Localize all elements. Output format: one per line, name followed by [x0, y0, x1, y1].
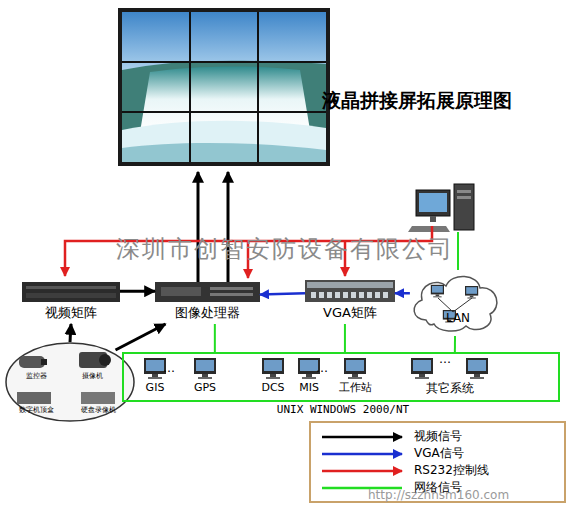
- node-label: 监控器: [11, 373, 61, 381]
- computer: DCS: [258, 358, 288, 396]
- network-line: [457, 232, 459, 270]
- node-label: UNIX WINDOWS 2000/NT: [214, 404, 472, 416]
- node-label: 其它系统: [407, 382, 492, 395]
- video-arrow: [197, 172, 200, 282]
- video-arrow: [227, 172, 230, 282]
- video-wall: [118, 8, 330, 166]
- camera-group: 监控器摄像机数字机顶盒硬盘录像机: [5, 342, 135, 422]
- legend-sample: [322, 436, 402, 439]
- node-label: GIS: [140, 382, 170, 394]
- node-label: 工作站: [334, 382, 376, 394]
- connector: [70, 324, 71, 342]
- watermark: 深圳市创智安防设备有限公司: [116, 236, 454, 262]
- video-matrix: 视频矩阵: [22, 282, 120, 324]
- legend-box: [310, 422, 565, 502]
- legend-label: 网络信号: [414, 481, 462, 494]
- lan-cloud: LAN: [408, 268, 503, 336]
- legend-label: VGA信号: [414, 447, 464, 460]
- connector: [214, 324, 216, 352]
- node-label: 硬盘录像机: [71, 407, 125, 415]
- node-label: 图像处理器: [155, 306, 260, 320]
- legend-sample: [322, 453, 402, 456]
- computer: GPS: [190, 358, 220, 396]
- connector: [260, 293, 305, 294]
- node-label: 数字机顶盒: [9, 407, 63, 415]
- legend-label: RS232控制线: [414, 464, 489, 477]
- vga-matrix: VGA矩阵: [305, 280, 395, 324]
- connector: [120, 290, 155, 293]
- legend-sample: [322, 470, 402, 473]
- node-label: 视频矩阵: [22, 306, 120, 320]
- computer: 工作站: [334, 358, 376, 396]
- lan-cloud-shape: [408, 268, 503, 336]
- connector: [116, 324, 166, 350]
- ellipsis: …: [163, 362, 175, 375]
- connector: [395, 292, 410, 295]
- node-label: LAN: [438, 312, 478, 325]
- ellipsis: …: [439, 353, 451, 366]
- pc-icon: [408, 184, 474, 232]
- legend-label: 视频信号: [414, 430, 462, 443]
- network-bus: UNIX WINDOWS 2000/NTGISGPSDCSMIS工作站其它系统: [122, 352, 560, 402]
- connector: [344, 324, 346, 352]
- node-label: MIS: [294, 382, 324, 394]
- ellipsis: …: [316, 362, 328, 375]
- image-processor: 图像处理器: [155, 282, 260, 324]
- node-label: GPS: [190, 382, 220, 394]
- connector: [454, 336, 456, 352]
- node-label: VGA矩阵: [305, 306, 395, 320]
- node-label: DCS: [258, 382, 288, 394]
- node-label: 摄像机: [67, 373, 117, 381]
- diagram-title: 液晶拼接屏拓展原理图: [322, 90, 512, 111]
